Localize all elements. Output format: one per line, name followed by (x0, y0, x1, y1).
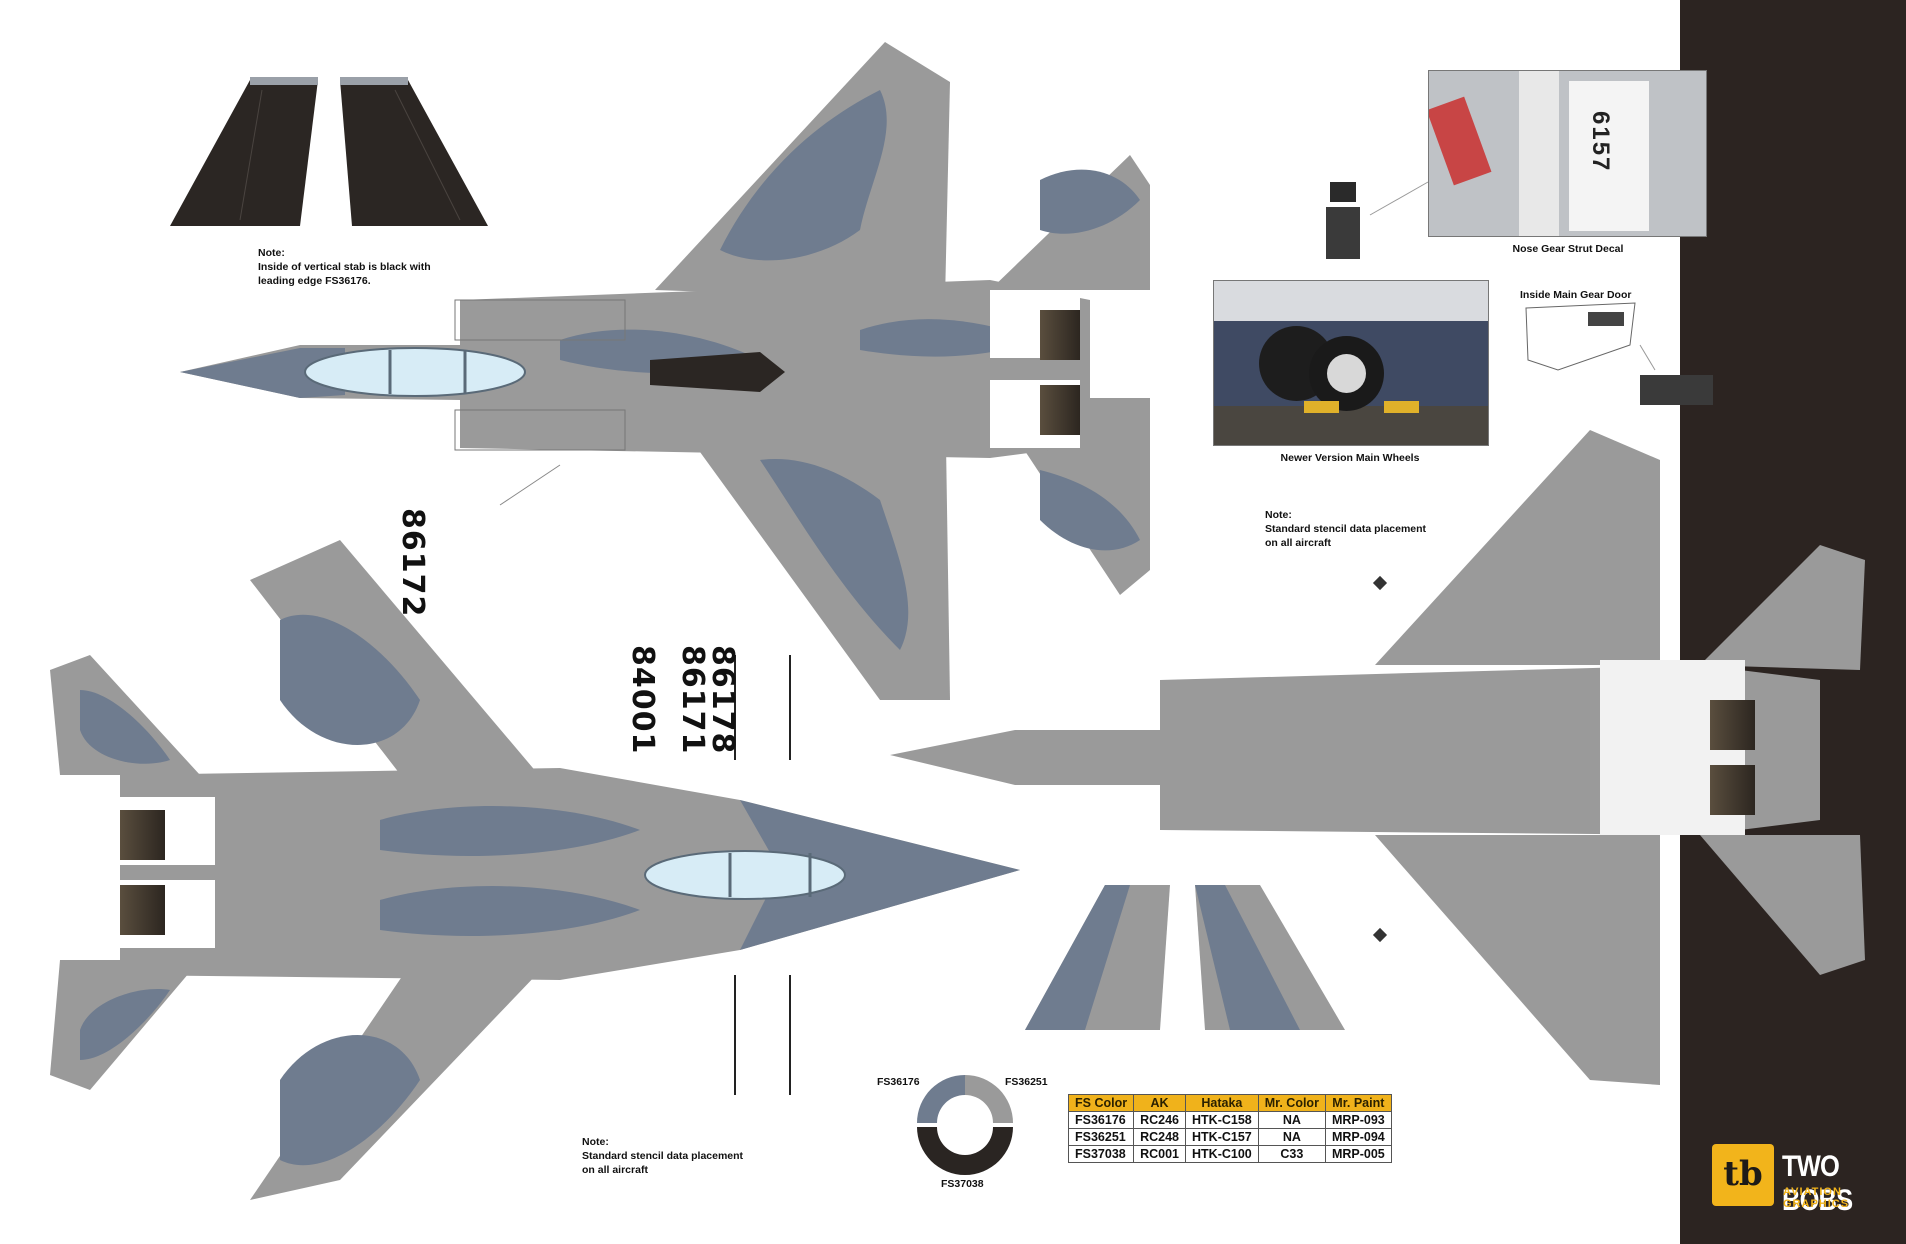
table-cell: NA (1257, 1111, 1326, 1129)
table-cell: RC001 (1133, 1145, 1187, 1163)
decal-small-1 (1330, 182, 1356, 202)
main-gear-door-outline (1525, 302, 1636, 371)
main-gear-door-caption: Inside Main Gear Door (1520, 289, 1632, 301)
table-cell: HTK-C100 (1185, 1145, 1259, 1163)
table-cell: MRP-005 (1324, 1145, 1392, 1163)
brand-tagline: AVIATION GRAPHICS (1783, 1186, 1850, 1210)
strut-number: 6157 (1587, 111, 1614, 173)
aircraft-bottom-left-view (50, 540, 1020, 1200)
serial-bottom-1: 84001 (625, 645, 660, 755)
table-cell: C33 (1257, 1145, 1326, 1163)
serial-bottom-3: 86178 (705, 645, 740, 755)
brand-logo-mark: tb (1723, 1154, 1763, 1194)
serial-top: 86172 (395, 508, 430, 618)
table-cell: HTK-C157 (1185, 1128, 1259, 1146)
color-reference-table: FS Color AK Hataka Mr. Color Mr. Paint F… (1067, 1094, 1392, 1163)
note-stencil-right: Note: Standard stencil data placement on… (1265, 509, 1427, 549)
brand-name: TWO BOBS (1782, 1150, 1853, 1217)
decal-gear-door (1640, 375, 1713, 405)
table-cell: FS36176 (1067, 1111, 1135, 1129)
table-cell: NA (1257, 1128, 1326, 1146)
aircraft-top-view (180, 42, 1150, 700)
table-cell: MRP-093 (1324, 1111, 1392, 1129)
table-cell: HTK-C158 (1185, 1111, 1259, 1129)
table-cell: RC246 (1133, 1111, 1187, 1129)
table-cell: RC248 (1133, 1128, 1187, 1146)
table-cell: FS37038 (1067, 1145, 1135, 1163)
table-row: FS36251 RC248 HTK-C157 NA MRP-094 (1067, 1128, 1392, 1146)
ring-label-top-left: FS36176 (877, 1076, 920, 1088)
table-cell: FS36251 (1067, 1128, 1135, 1146)
ring-label-top-right: FS36251 (1005, 1076, 1048, 1088)
aircraft-right-view (890, 430, 1865, 1085)
color-ring (917, 1075, 1013, 1175)
ring-label-bottom: FS37038 (941, 1178, 984, 1190)
main-wheels-caption: Newer Version Main Wheels (1280, 452, 1420, 464)
vertical-stab-left (170, 77, 318, 226)
brand-logo-icon: tb (1712, 1144, 1774, 1206)
note-vertical-stab: Note: Inside of vertical stab is black w… (258, 247, 431, 287)
header-mr-paint: Mr. Paint (1324, 1094, 1392, 1112)
header-hataka: Hataka (1185, 1094, 1259, 1112)
header-mr-color: Mr. Color (1257, 1094, 1326, 1112)
vertical-stab-right (340, 77, 488, 226)
note-stencil-bottom: Note: Standard stencil data placement on… (582, 1136, 744, 1176)
main-wheels-photo (1213, 280, 1489, 446)
table-cell: MRP-094 (1324, 1128, 1392, 1146)
table-row: FS37038 RC001 HTK-C100 C33 MRP-005 (1067, 1145, 1392, 1163)
header-fs-color: FS Color (1067, 1094, 1135, 1112)
nose-gear-photo: 6157 (1428, 70, 1707, 237)
nose-gear-caption: Nose Gear Strut Decal (1512, 243, 1624, 255)
decal-small-2 (1326, 207, 1360, 259)
header-ak: AK (1133, 1094, 1187, 1112)
table-row: FS36176 RC246 HTK-C158 NA MRP-093 (1067, 1111, 1392, 1129)
